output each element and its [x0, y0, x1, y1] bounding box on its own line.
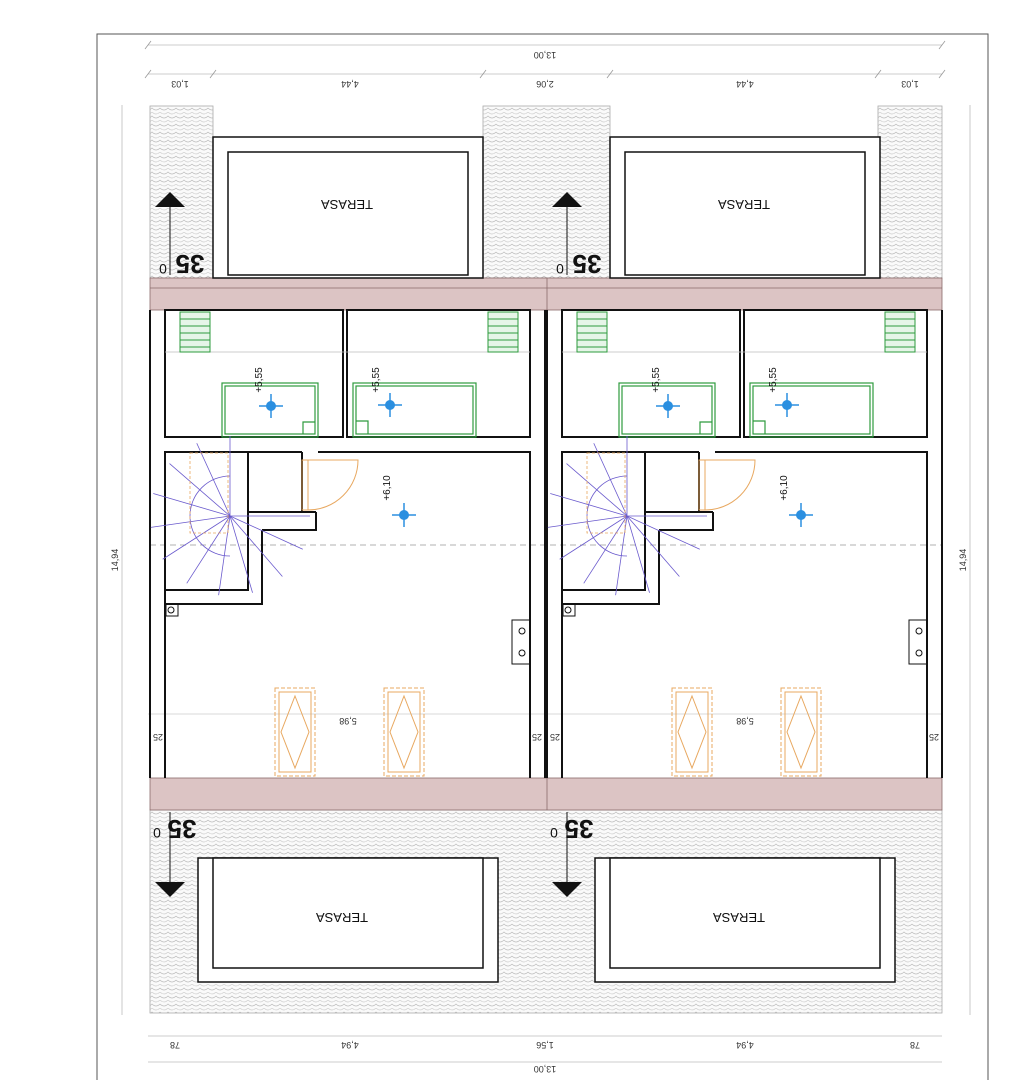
- top-dim-3: 2,06: [536, 79, 554, 89]
- bottom-dimensions: [148, 1035, 942, 1063]
- section-bottom-label: 35: [168, 814, 197, 844]
- terrace-top: [212, 136, 484, 279]
- room-width-dim: 5,98: [339, 716, 357, 726]
- ladder-icon: [576, 311, 608, 353]
- spiral-stair: [150, 436, 310, 596]
- top-dim-1: 1,03: [171, 79, 189, 89]
- socket-icon: [562, 603, 576, 617]
- bottom-dim-1: 78: [170, 1040, 180, 1050]
- housing-unit-2: TERASA TERASA +5,55 +5,55 +6,10 5,98 25 25 35 0 35…: [546, 136, 943, 983]
- bottom-dim-5: 78: [910, 1040, 920, 1050]
- bed-icon: [618, 382, 716, 438]
- bed-icon: [352, 382, 477, 438]
- elevation-marker-icon: [392, 503, 416, 527]
- walls: [546, 309, 943, 778]
- section-arrow-down-icon: [552, 812, 582, 897]
- door-icon: [301, 459, 359, 511]
- cooktop-icon: [511, 619, 531, 665]
- roof-window-icon: [274, 687, 316, 777]
- section-top-label: 35: [176, 249, 205, 279]
- ladder-icon: [884, 311, 916, 353]
- side-dim-right: 14,94: [958, 549, 968, 572]
- bed-icon: [749, 382, 874, 438]
- overall-width-top: 13,00: [534, 50, 557, 60]
- elevation-marker-icon: [656, 394, 680, 418]
- elevation-room-a: +5,55: [254, 367, 265, 393]
- sheet-frame: [96, 33, 989, 1080]
- room-width-dim: 5,98: [736, 716, 754, 726]
- elevation-marker-icon: [775, 393, 799, 417]
- terrace-bottom-label: TERASA: [713, 910, 765, 925]
- wall-dim-left: 25: [550, 732, 560, 742]
- bed-icon: [221, 382, 319, 438]
- wall-dim-right: 25: [532, 732, 542, 742]
- roof-window-icon: [780, 687, 822, 777]
- elevation-marker-icon: [378, 393, 402, 417]
- elevation-main: +6,10: [779, 475, 790, 501]
- section-bottom-sub: 0: [153, 825, 161, 841]
- elevation-room-b: +5,55: [768, 367, 779, 393]
- roof-window-icon: [383, 687, 425, 777]
- wall-dim-right: 25: [929, 732, 939, 742]
- section-arrow-down-icon: [155, 812, 185, 897]
- door-icon: [698, 459, 756, 511]
- terrace-top-label: TERASA: [718, 197, 770, 212]
- ladder-icon: [179, 311, 211, 353]
- top-dimensions: [144, 40, 946, 79]
- elevation-room-a: +5,55: [651, 367, 662, 393]
- bottom-dim-4: 4,94: [736, 1040, 754, 1050]
- section-arrow-up-icon: [155, 192, 185, 275]
- terrace-bottom: [197, 857, 499, 983]
- elevation-marker-icon: [789, 503, 813, 527]
- walls: [149, 309, 546, 778]
- elevation-room-b: +5,55: [371, 367, 382, 393]
- bottom-dim-3: 1,56: [536, 1040, 554, 1050]
- wall-dim-left: 25: [153, 732, 163, 742]
- top-dim-4: 4,44: [736, 79, 754, 89]
- section-top-label: 35: [573, 249, 602, 279]
- overall-width-bottom: 13,00: [534, 1064, 557, 1074]
- terrace-top-label: TERASA: [321, 197, 373, 212]
- socket-icon: [165, 603, 179, 617]
- cooktop-icon: [908, 619, 928, 665]
- ladder-icon: [487, 311, 519, 353]
- terrace-bottom-label: TERASA: [316, 910, 368, 925]
- elevation-main: +6,10: [382, 475, 393, 501]
- section-bottom-sub: 0: [550, 825, 558, 841]
- side-dim-left: 14,94: [110, 549, 120, 572]
- terrace-bottom: [594, 857, 896, 983]
- top-dim-5: 1,03: [901, 79, 919, 89]
- housing-unit-1: TERASA TERASA +5,55 +5,55 +6,10 5,98 25 25 35 0 35…: [149, 136, 546, 983]
- elevation-marker-icon: [259, 394, 283, 418]
- roof-window-icon: [671, 687, 713, 777]
- beams: [149, 277, 943, 811]
- section-bottom-label: 35: [565, 814, 594, 844]
- section-arrow-up-icon: [552, 192, 582, 275]
- top-dim-2: 4,44: [341, 79, 359, 89]
- bottom-dim-2: 4,94: [341, 1040, 359, 1050]
- spiral-stair: [547, 436, 707, 596]
- terrace-top: [609, 136, 881, 279]
- section-top-sub: 0: [556, 261, 564, 277]
- section-top-sub: 0: [159, 261, 167, 277]
